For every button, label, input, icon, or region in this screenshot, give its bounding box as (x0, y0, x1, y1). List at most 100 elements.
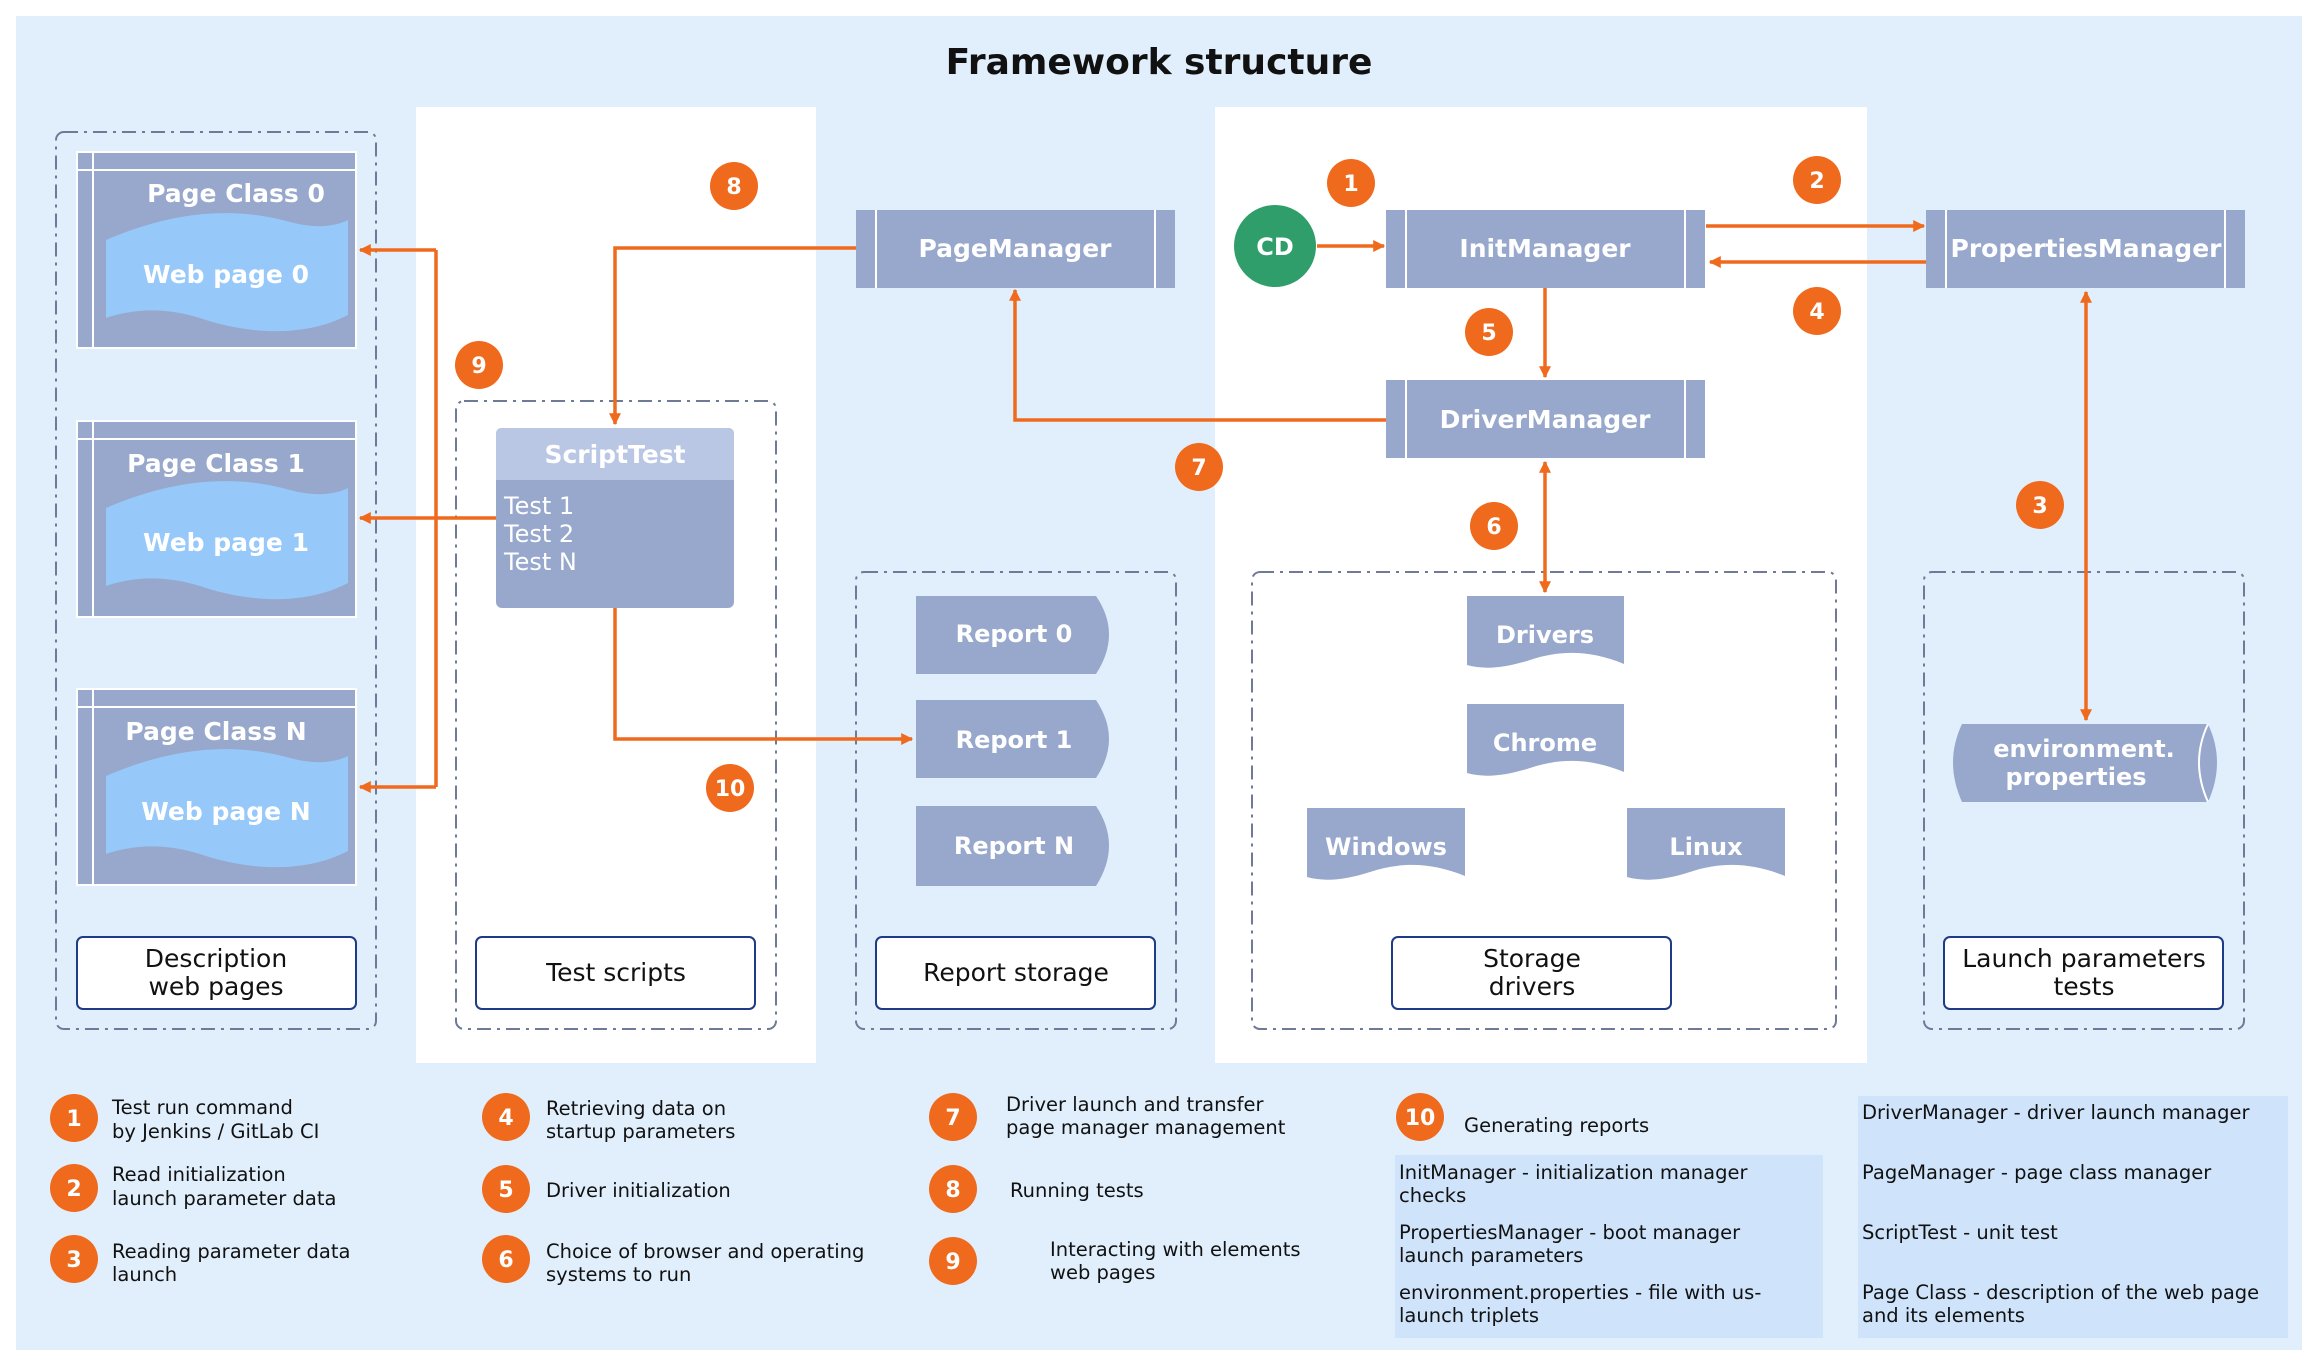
cd-label: CD (1256, 233, 1294, 261)
svg-text:5: 5 (498, 1178, 513, 1203)
svg-text:2: 2 (66, 1177, 81, 1202)
label-test-scripts: Test scripts (545, 958, 686, 987)
legend-item-6: 6 Choice of browser and operating system… (482, 1235, 864, 1286)
svg-text:page manager management: page manager management (1006, 1116, 1286, 1139)
diagram-title: Framework structure (946, 42, 1373, 83)
page-class-1-title: Page Class 1 (127, 449, 305, 478)
label-storage-drivers-line1: Storage (1483, 944, 1581, 973)
page-class-0-title: Page Class 0 (147, 179, 325, 208)
drivers-label: Drivers (1496, 621, 1594, 649)
svg-text:5: 5 (1481, 321, 1496, 346)
report-1: Report 1 (916, 700, 1109, 778)
report-n-label: Report N (954, 832, 1074, 860)
linux-label: Linux (1669, 833, 1743, 861)
legend-item-9: 9 Interacting with elements web pages (929, 1237, 1301, 1285)
script-test-title: ScriptTest (544, 440, 685, 469)
svg-text:startup parameters: startup parameters (546, 1120, 735, 1143)
label-web-pages-line2: web pages (148, 972, 283, 1001)
web-page-1-label: Web page 1 (143, 528, 309, 557)
report-0-label: Report 0 (956, 620, 1073, 648)
svg-text:8: 8 (945, 1178, 960, 1203)
report-n: Report N (916, 806, 1109, 886)
legend-item-3: 3 Reading parameter data launch (50, 1235, 350, 1286)
glossary-left-1-line1: InitManager - initialization manager (1399, 1161, 1748, 1184)
glossary-right-1: DriverManager - driver launch manager (1862, 1101, 2250, 1124)
svg-text:10: 10 (715, 777, 746, 802)
svg-text:Driver launch and transfer: Driver launch and transfer (1006, 1093, 1264, 1116)
label-web-pages-line1: Description (145, 944, 287, 973)
label-storage-drivers-line2: drivers (1489, 972, 1576, 1001)
group-web-pages (55, 131, 377, 1030)
svg-text:10: 10 (1405, 1106, 1436, 1131)
script-test-item-1: Test 1 (503, 492, 574, 520)
svg-text:Interacting with elements: Interacting with elements (1050, 1238, 1301, 1261)
chrome-doc: Chrome (1467, 704, 1624, 776)
glossary-right-2: PageManager - page class manager (1862, 1161, 2212, 1184)
badge-10: 10 (706, 764, 754, 812)
glossary-right-3: ScriptTest - unit test (1862, 1221, 2058, 1244)
page-class-0: Page Class 0 Web page 0 (76, 151, 357, 349)
svg-text:Retrieving data on: Retrieving data on (546, 1097, 726, 1120)
svg-text:6: 6 (1486, 515, 1501, 540)
chrome-label: Chrome (1493, 729, 1597, 757)
svg-text:6: 6 (498, 1248, 513, 1273)
windows-doc: Windows (1307, 808, 1465, 880)
glossary-right-4-line2: and its elements (1862, 1304, 2025, 1327)
svg-text:4: 4 (1809, 300, 1824, 325)
label-launch-params-line1: Launch parameters (1962, 944, 2205, 973)
svg-text:8: 8 (726, 175, 741, 200)
label-box-report-storage (875, 936, 1156, 1010)
web-page-1-shape (106, 481, 348, 600)
glossary-left-1-line2: checks (1399, 1184, 1466, 1207)
arrow-driver-to-pagemanager (1009, 288, 1386, 422)
windows-label: Windows (1325, 833, 1447, 861)
legend: 1 Test run command by Jenkins / GitLab C… (50, 1093, 2288, 1338)
page-class-n-title: Page Class N (125, 717, 306, 746)
badge-3: 3 (2016, 481, 2064, 529)
svg-text:launch: launch (112, 1263, 177, 1286)
svg-text:by Jenkins / GitLab CI: by Jenkins / GitLab CI (112, 1120, 319, 1143)
cd-start-circle (1234, 205, 1316, 287)
properties-manager-node: PropertiesManager (1926, 210, 2245, 288)
svg-text:Test run command: Test run command (111, 1096, 293, 1119)
svg-text:4: 4 (498, 1106, 513, 1131)
svg-text:Driver initialization: Driver initialization (546, 1179, 731, 1202)
svg-text:9: 9 (945, 1250, 960, 1275)
page-class-n: Page Class N Web page N (76, 688, 357, 886)
driver-manager-label: DriverManager (1440, 405, 1651, 434)
legend-item-10: 10 Generating reports (1396, 1093, 1649, 1141)
badge-5: 5 (1465, 308, 1513, 356)
init-manager-node: InitManager (1386, 210, 1705, 288)
svg-text:Choice of browser and operatin: Choice of browser and operating (546, 1240, 864, 1263)
env-properties-line2: properties (2005, 763, 2146, 791)
badge-6: 6 (1470, 502, 1518, 550)
label-report-storage: Report storage (923, 958, 1109, 987)
web-page-n-label: Web page N (141, 797, 310, 826)
report-0: Report 0 (916, 596, 1109, 674)
arrow-pagemanager-to-scripttest (609, 246, 856, 426)
legend-item-2: 2 Read initialization launch parameter d… (50, 1163, 336, 1212)
glossary-left-box (1395, 1155, 1823, 1338)
svg-text:2: 2 (1809, 169, 1824, 194)
web-page-0-label: Web page 0 (143, 260, 309, 289)
svg-text:9: 9 (471, 354, 486, 379)
env-properties-storage: environment. properties (1953, 723, 2217, 803)
svg-text:launch parameter data: launch parameter data (112, 1187, 336, 1210)
group-report-storage (855, 571, 1177, 1030)
properties-manager-label: PropertiesManager (1951, 234, 2223, 263)
svg-text:3: 3 (66, 1248, 81, 1273)
drivers-doc: Drivers (1467, 596, 1624, 668)
glossary-right-box (1858, 1096, 2288, 1338)
svg-text:3: 3 (2032, 494, 2047, 519)
arrow-scripttest-to-report1 (613, 608, 914, 745)
label-box-launch-params (1943, 936, 2224, 1010)
legend-item-1: 1 Test run command by Jenkins / GitLab C… (50, 1094, 319, 1143)
script-test-item-2: Test 2 (503, 520, 574, 548)
legend-item-5: 5 Driver initialization (482, 1165, 731, 1213)
svg-text:7: 7 (945, 1106, 960, 1131)
page-manager-node: PageManager (856, 210, 1175, 288)
glossary-left-2-line1: PropertiesManager - boot manager (1399, 1221, 1741, 1244)
env-properties-line1: environment. (1993, 735, 2175, 763)
